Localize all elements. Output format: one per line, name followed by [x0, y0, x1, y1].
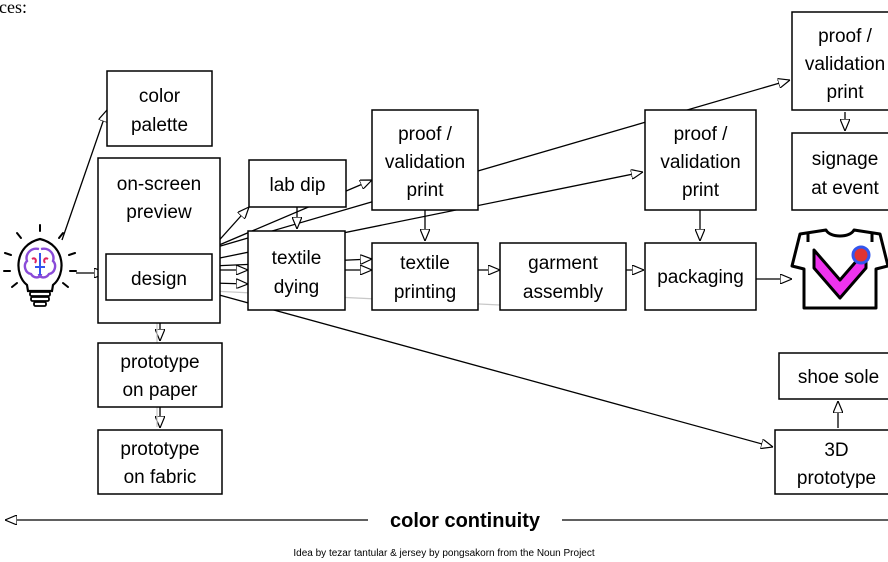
- node-label-line: color: [139, 86, 181, 107]
- node-label-line: design: [131, 269, 187, 290]
- node-signage-at-event: signage at event: [791, 132, 888, 211]
- jersey-icon: [790, 228, 888, 310]
- node-label-line: proof /: [398, 124, 453, 145]
- node-label-line: shoe sole: [798, 367, 879, 388]
- node-label-line: printing: [394, 282, 456, 303]
- node-label-line: print: [407, 180, 445, 201]
- node-label-line: prototype: [797, 468, 876, 489]
- color-continuity-label: color continuity: [390, 510, 541, 532]
- node-3d-prototype: 3D prototype: [774, 429, 888, 495]
- node-lab-dip: lab dip: [248, 159, 347, 208]
- node-proof-validation-print-1: proof / validation print: [371, 109, 479, 211]
- node-prototype-on-fabric: prototype on fabric: [97, 429, 223, 495]
- node-label-line: print: [827, 82, 865, 103]
- node-label-line: textile: [272, 248, 322, 269]
- node-label-line: assembly: [523, 282, 604, 303]
- node-label-line: garment: [528, 253, 598, 274]
- node-label-line: prototype: [120, 439, 199, 460]
- node-label-line: dying: [274, 277, 319, 298]
- top-text-fragment: ices:: [0, 0, 27, 17]
- node-label-line: packaging: [657, 267, 744, 288]
- node-label-line: validation: [385, 152, 465, 173]
- node-on-screen-preview-label: preview: [126, 202, 192, 223]
- node-shoe-sole: shoe sole: [778, 352, 888, 400]
- node-proof-validation-print-3: proof / validation print: [791, 11, 888, 111]
- node-textile-printing: textile printing: [371, 242, 479, 311]
- color-continuity-axis: color continuity: [5, 510, 888, 532]
- edge-design-to-3d: [211, 292, 773, 447]
- node-packaging: packaging: [644, 242, 757, 311]
- node-garment-assembly: garment assembly: [499, 242, 627, 311]
- credit-line: Idea by tezar tantular & jersey by pongs…: [293, 548, 594, 559]
- node-label-line: on paper: [122, 380, 198, 401]
- node-label-line: proof /: [818, 26, 873, 47]
- node-label-line: palette: [131, 115, 188, 136]
- node-color-palette: color palette: [106, 70, 213, 147]
- node-proof-validation-print-2: proof / validation print: [644, 109, 757, 211]
- node-textile-dying: textile dying: [247, 230, 346, 311]
- node-label-line: at event: [811, 178, 879, 199]
- node-label-line: validation: [660, 152, 740, 173]
- node-label-line: lab dip: [270, 175, 326, 196]
- node-label-line: 3D: [824, 440, 848, 461]
- node-label-line: on fabric: [124, 467, 197, 488]
- node-label-line: print: [682, 180, 720, 201]
- node-prototype-on-paper: prototype on paper: [97, 342, 223, 408]
- node-design: design: [105, 253, 213, 301]
- node-label-line: textile: [400, 253, 450, 274]
- node-label-line: signage: [812, 149, 879, 170]
- edge-idea-to-palette: [61, 110, 107, 241]
- node-label-line: proof /: [674, 124, 729, 145]
- lightbulb-brain-icon: [3, 224, 77, 307]
- node-on-screen-preview-label: on-screen: [117, 174, 202, 195]
- node-label-line: validation: [805, 54, 885, 75]
- node-label-line: prototype: [120, 352, 199, 373]
